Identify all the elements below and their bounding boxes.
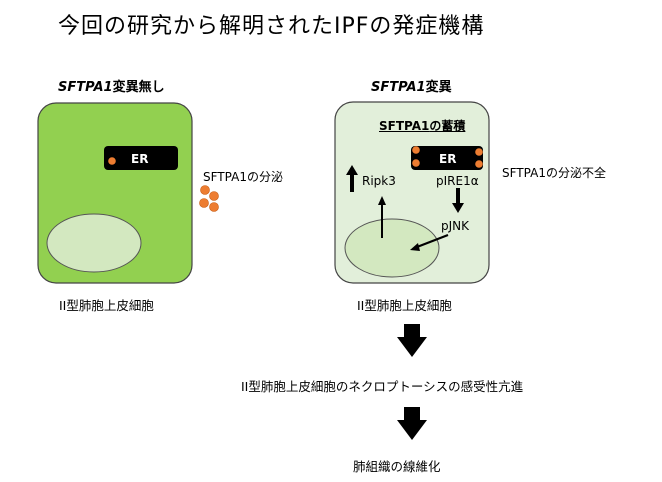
flow-arrow-1-shaft	[404, 324, 420, 338]
pjnk-to-nucleus-arrow-head	[410, 243, 420, 251]
nucleus-to-ripk3-arrow-head	[378, 196, 386, 205]
left-er-dot	[108, 157, 116, 165]
ripk3-label: Ripk3	[362, 174, 396, 188]
right-cell-label: II型肺胞上皮細胞	[357, 298, 452, 313]
page-title: 今回の研究から解明されたIPFの発症機構	[58, 14, 485, 39]
ripk3-up-arrow-head	[346, 165, 358, 175]
pire1a-down-arrow-head	[452, 203, 464, 213]
left-panel-header: SFTPA1変異無し	[58, 76, 165, 95]
right-er	[411, 146, 483, 170]
flow-step-1: II型肺胞上皮細胞のネクロプトーシスの感受性亢進	[241, 379, 524, 394]
flow-arrow-1-head	[397, 337, 427, 357]
flow-arrow-2-head	[397, 420, 427, 440]
left-nucleus	[46, 213, 142, 273]
secreted-dot	[209, 191, 219, 201]
right-nucleus	[344, 218, 440, 278]
left-header-suffix: 変異無し	[112, 80, 165, 95]
right-er-dot	[475, 148, 483, 156]
right-secretion-label: SFTPA1の分泌不全	[502, 166, 606, 180]
right-panel-header: SFTPA1変異	[371, 76, 452, 95]
left-header-gene: SFTPA1	[58, 80, 113, 95]
secreted-dot	[209, 202, 219, 212]
right-er-dot	[475, 160, 483, 168]
right-er-label: ER	[439, 152, 457, 166]
accumulation-suffix: の蓄積	[429, 119, 466, 133]
pjnk-label: pJNK	[441, 219, 470, 233]
pire1a-label: pIRE1α	[436, 174, 479, 188]
right-er-dot	[412, 159, 420, 167]
accumulation-gene: SFTPA1	[379, 119, 430, 133]
right-header-gene: SFTPA1	[371, 80, 426, 95]
left-er-label: ER	[131, 152, 149, 166]
left-secretion-label: SFTPA1の分泌	[203, 170, 283, 184]
flow-arrow-2-shaft	[404, 407, 420, 421]
flow-step-2: 肺組織の線維化	[353, 459, 441, 474]
left-cell-label: II型肺胞上皮細胞	[59, 298, 154, 313]
secreted-dot	[199, 198, 209, 208]
secreted-dot	[200, 185, 210, 195]
accumulation-label: SFTPA1の蓄積	[379, 117, 465, 134]
right-header-suffix: 変異	[425, 80, 452, 95]
pjnk-to-nucleus-arrow	[416, 233, 449, 249]
right-er-dot	[412, 146, 420, 154]
left-er	[104, 146, 178, 170]
